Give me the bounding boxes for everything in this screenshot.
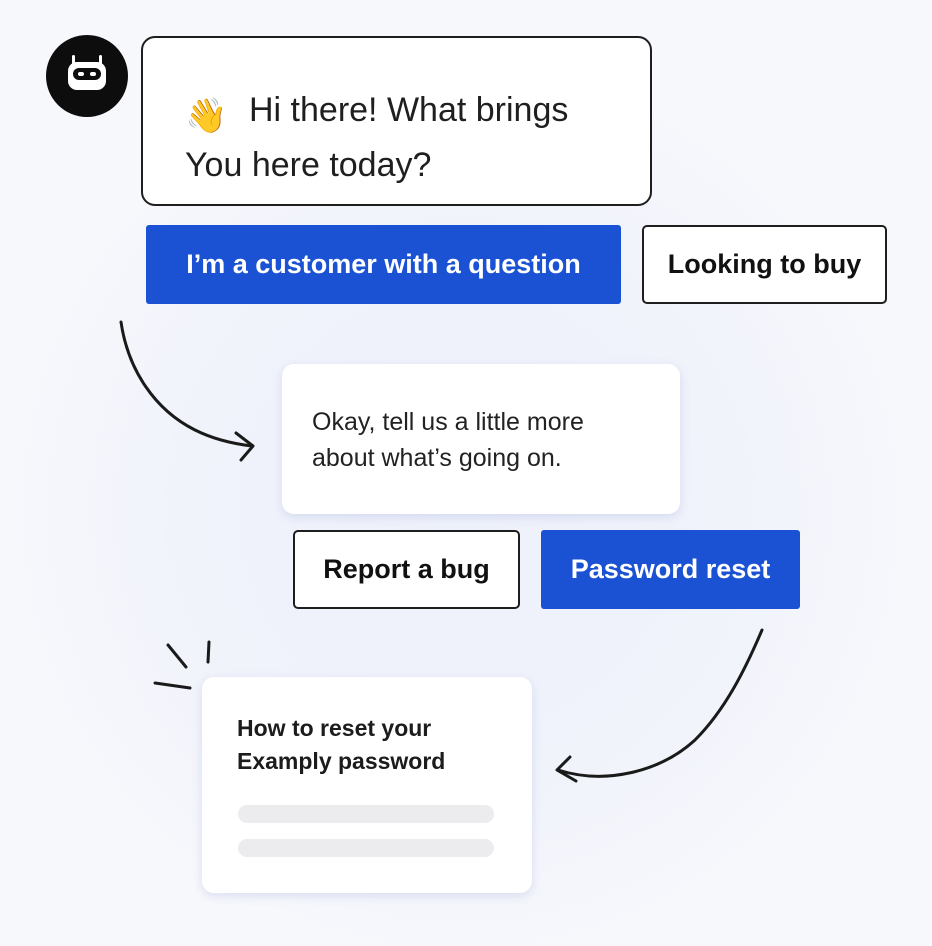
greeting-bubble: 👋 Hi there! What brings You here today? — [141, 36, 652, 206]
waving-hand-icon: 👋 — [185, 97, 228, 135]
customer-question-button[interactable]: I’m a customer with a question — [146, 225, 621, 304]
followup-bubble: Okay, tell us a little more about what’s… — [282, 364, 680, 514]
greeting-line-2: You here today? — [185, 146, 432, 184]
greeting-line-1: Hi there! What brings — [249, 91, 569, 129]
article-title-line-1: How to reset your — [237, 715, 432, 741]
followup-line-2: about what’s going on. — [312, 444, 562, 472]
looking-to-buy-button[interactable]: Looking to buy — [642, 225, 887, 304]
robot-icon — [46, 35, 128, 117]
placeholder-text-line — [238, 839, 494, 857]
help-article-card[interactable]: How to reset your Examply password — [202, 677, 532, 893]
report-bug-button[interactable]: Report a bug — [293, 530, 520, 609]
placeholder-text-line — [238, 805, 494, 823]
followup-line-1: Okay, tell us a little more — [312, 408, 584, 436]
password-reset-button[interactable]: Password reset — [541, 530, 800, 609]
article-title-line-2: Examply password — [237, 748, 446, 774]
